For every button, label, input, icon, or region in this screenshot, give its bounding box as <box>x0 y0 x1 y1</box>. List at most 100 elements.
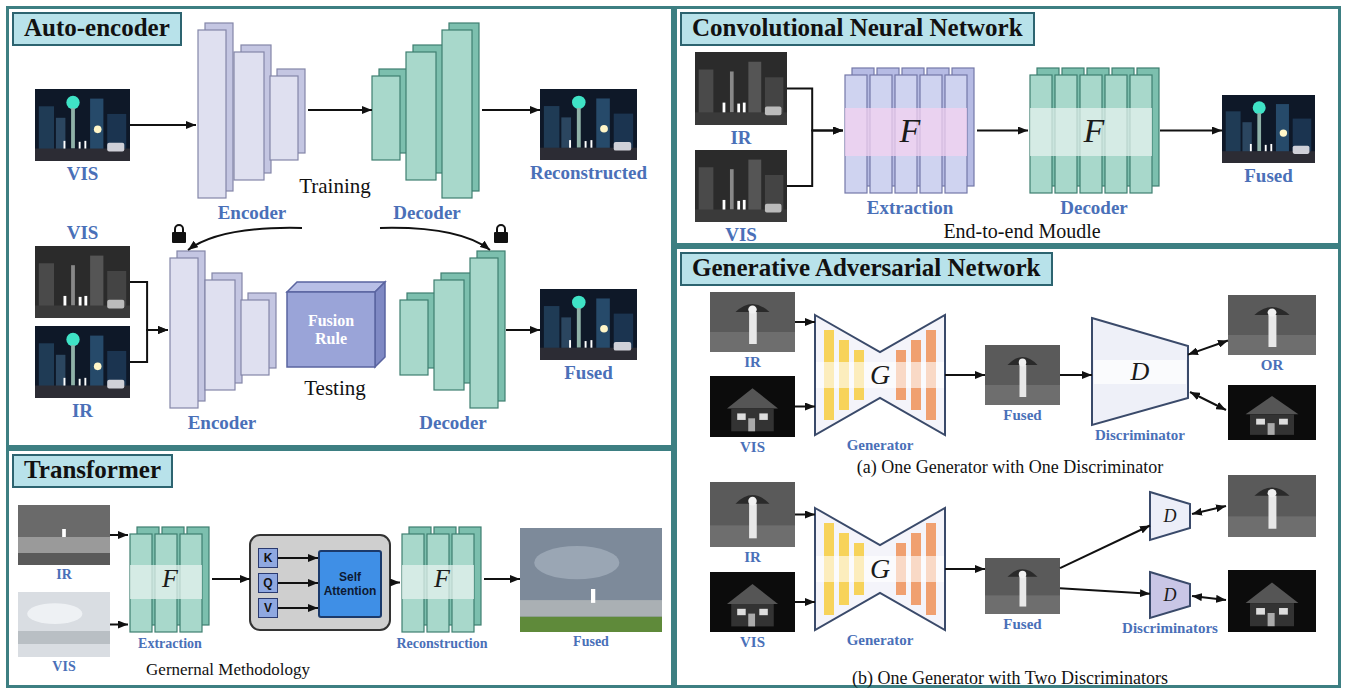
photo <box>1228 385 1316 440</box>
flow-arrow <box>278 607 318 609</box>
box-text: Fusion Rule <box>287 311 375 348</box>
layer-stack <box>170 23 305 408</box>
image-label: VIS <box>67 163 99 185</box>
panel: TransformerIRVISFExtractionKQVSelf Atten… <box>6 448 674 688</box>
module-symbol: G <box>870 361 890 389</box>
photo <box>710 292 795 352</box>
image-label: Fused <box>1003 407 1041 424</box>
photo <box>695 52 787 125</box>
photo <box>710 572 795 632</box>
module-symbol: F <box>1084 114 1105 148</box>
photo <box>1228 475 1316 537</box>
caption-label: Gernernal Methodology <box>146 660 310 680</box>
module-label: Reconstruction <box>397 636 488 652</box>
flow-arrow <box>945 374 985 376</box>
comparison-arrow <box>1190 392 1226 600</box>
flow-arrow <box>1160 130 1222 132</box>
layer-stack <box>130 68 1159 632</box>
layer-stack <box>845 68 974 193</box>
image-panel: Fused <box>985 558 1060 614</box>
flow-arrow <box>977 130 1028 132</box>
image-panel: IR <box>710 482 795 547</box>
box-text: Self Attention <box>320 570 380 599</box>
module-label: Discriminators <box>1122 620 1218 637</box>
generator: GGenerator <box>815 315 945 435</box>
key-letter: V <box>259 599 277 617</box>
flow-arrow <box>130 282 168 330</box>
fusion-rule-box: Fusion Rule <box>287 292 375 367</box>
flow-arrow <box>795 321 815 323</box>
flow-arrow <box>795 514 815 516</box>
flow-arrow <box>130 124 196 126</box>
flow-arrow <box>390 582 400 584</box>
module-symbol: D <box>1164 507 1177 525</box>
flow-arrow <box>308 109 372 111</box>
flow-arrow <box>787 89 843 131</box>
photo <box>695 150 787 222</box>
image-panel: Fused <box>1222 95 1315 163</box>
panel-title: Auto-encoder <box>12 12 182 46</box>
photo <box>35 89 130 161</box>
image-panel: Reconstructed <box>540 89 637 160</box>
flow-arrow <box>380 228 490 250</box>
flow-arrow <box>278 582 318 584</box>
flow-arrow <box>278 557 318 559</box>
photo <box>1222 95 1315 163</box>
image-label: Fused <box>1244 165 1293 187</box>
layer-stack <box>372 23 505 408</box>
image-label: Decoder <box>393 202 461 224</box>
flow-arrow <box>110 534 128 536</box>
key-box: K <box>258 548 278 568</box>
caption-label: (b) One Generator with Two Discriminator… <box>852 668 1168 689</box>
flow-arrow <box>1060 588 1150 593</box>
image-label: VIS <box>725 224 757 246</box>
module-symbol: F <box>900 114 921 148</box>
flow-arrow <box>484 578 520 580</box>
image-panel: Fused <box>520 528 662 632</box>
encoder-stack: Encoder <box>168 250 276 410</box>
layer-stack: FDecoder <box>1028 66 1160 195</box>
image-label: IR <box>744 549 761 566</box>
module-label: Discriminator <box>1095 427 1185 444</box>
image-panel: VIS <box>695 150 787 222</box>
flow-arrow <box>795 406 815 408</box>
flow-arrow <box>945 568 985 570</box>
image-panel: VIS <box>710 572 795 632</box>
photo <box>985 345 1060 405</box>
panel-title: Transformer <box>12 454 173 488</box>
photo <box>710 376 795 437</box>
key-letter: Q <box>259 574 277 592</box>
flow-arrow <box>110 624 128 626</box>
attention-frame <box>250 535 390 630</box>
image-panel: IR <box>18 505 110 565</box>
attention-group: KQV Self Attention <box>250 535 390 630</box>
photo <box>1228 570 1316 632</box>
photo <box>18 505 110 565</box>
photo <box>540 289 637 360</box>
image-label: Fused <box>573 634 609 650</box>
image-panel: IR <box>695 52 787 125</box>
module-label: Decoder <box>1060 197 1128 219</box>
module-symbol: D <box>1164 586 1177 604</box>
fusion-cube <box>287 282 385 367</box>
image-label: Fused <box>564 362 613 384</box>
module-symbol: G <box>870 555 890 583</box>
image-panel: VIS <box>35 246 130 318</box>
image-label: VIS <box>52 659 75 675</box>
panel-title: Convolutional Neural Network <box>680 12 1035 46</box>
photo <box>1228 295 1316 355</box>
layer-stack: FExtraction <box>843 66 977 195</box>
flow-arrow <box>787 131 843 187</box>
caption-label: End-to-end Moudle <box>943 220 1100 243</box>
image-label: Fused <box>1003 616 1041 633</box>
decoder-stack: Decoder <box>400 250 506 410</box>
flow-arrow <box>482 109 540 111</box>
caption-label: Training <box>299 174 371 198</box>
caption-label: (a) One Generator with One Discriminator <box>857 457 1163 478</box>
photo <box>18 592 110 657</box>
key-box: Q <box>258 573 278 593</box>
flow-arrow <box>1060 525 1150 568</box>
image-label: Encoder <box>188 412 257 434</box>
panel-title: Generative Adversarial Network <box>680 252 1053 286</box>
